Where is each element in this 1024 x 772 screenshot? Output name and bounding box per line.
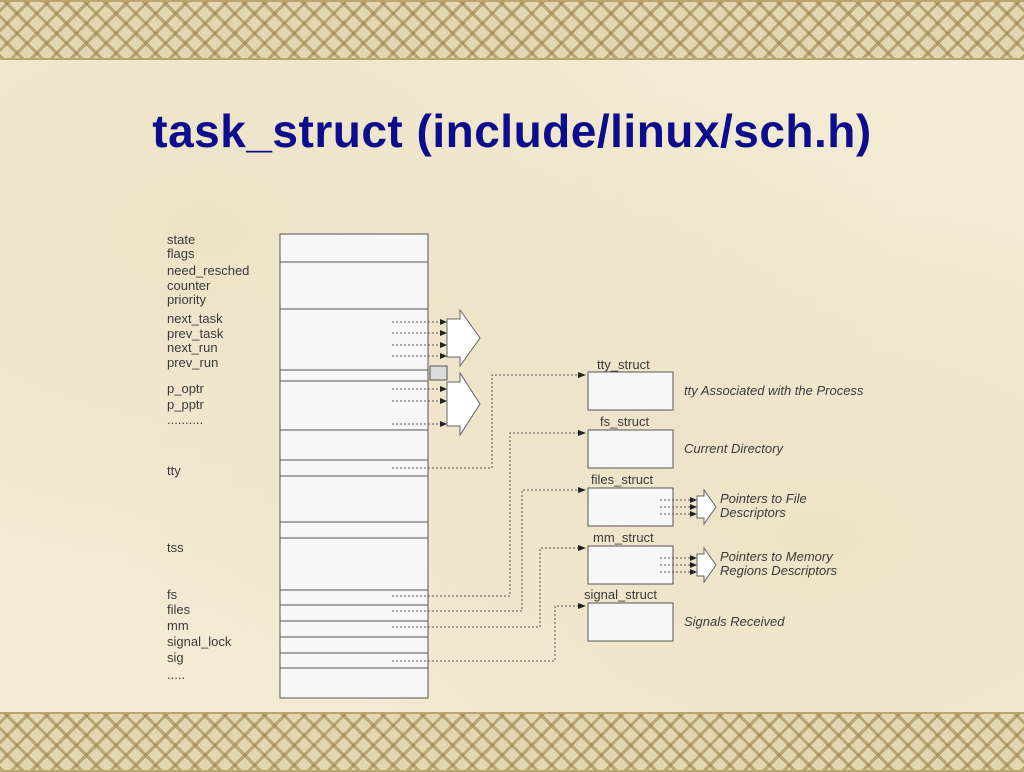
next-prev-list-arrow [446,308,481,368]
field-label: flags [167,246,195,261]
struct-description: Current Directory [684,441,784,456]
field-label: p_optr [167,381,205,396]
field-label: fs [167,587,178,602]
struct-name: fs_struct [600,414,650,429]
slide-title: task_struct (include/linux/sch.h) [152,105,872,157]
parent-list-arrow [446,371,481,437]
struct-description: Signals Received [684,614,785,629]
field-label: sig [167,650,184,665]
field-label: next_run [167,340,218,355]
field-label: need_resched [167,263,249,278]
struct-name: mm_struct [593,530,654,545]
field-label: tty [167,463,181,478]
field-label: counter [167,278,211,293]
field-label: priority [167,292,207,307]
field-label: tss [167,540,184,555]
field-label: mm [167,618,189,633]
files-struct-box: files_struct Pointers to File Descriptor… [587,472,810,527]
field-label: state [167,232,195,247]
field-label: p_pptr [167,397,205,412]
struct-name: tty_struct [597,357,650,372]
list-link-square [429,365,448,381]
struct-name: files_struct [591,472,654,487]
field-label: files [167,602,191,617]
field-label: prev_run [167,355,218,370]
struct-pointer-lines [392,374,578,662]
struct-pointer-arrowheads [578,372,586,609]
bottom-decorative-border [0,712,1024,772]
field-label: next_task [167,311,223,326]
field-label: signal_lock [167,634,232,649]
struct-name: signal_struct [584,587,657,602]
tty-struct-box: tty_struct tty Associated with the Proce… [587,357,864,411]
field-label: prev_task [167,326,224,341]
task-struct-block [279,233,448,699]
field-label: .......... [167,412,203,427]
mm-struct-box: mm_struct Pointers to Memory Regions Des… [587,530,838,585]
struct-description: tty Associated with the Process [684,383,864,398]
struct-description: Pointers to Memory Regions Descriptors [720,549,838,578]
field-labels: state flags need_resched counter priorit… [167,232,249,682]
top-decorative-border [0,0,1024,60]
struct-description: Pointers to File Descriptors [720,491,810,520]
fs-struct-box: fs_struct Current Directory [587,414,784,469]
signal-struct-box: signal_struct Signals Received [584,587,785,642]
field-label: ..... [167,667,185,682]
task-list-arrows [392,308,481,437]
